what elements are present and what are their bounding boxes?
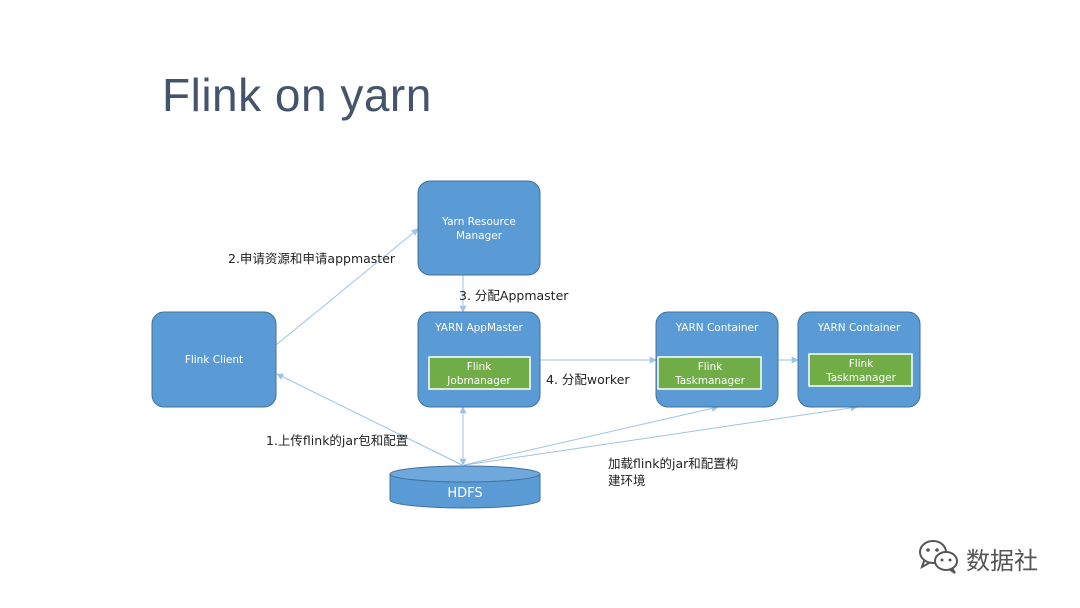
watermark: 数据社 bbox=[918, 538, 1038, 578]
watermark-text: 数据社 bbox=[966, 546, 1038, 575]
arrow-hdfs-to-container2 bbox=[464, 404, 858, 466]
step3-label: 3. 分配Appmaster bbox=[459, 288, 569, 303]
step4-label: 4. 分配worker bbox=[546, 372, 630, 387]
jobmanager-label-line1: Flink bbox=[467, 361, 493, 373]
flink-client-label: Flink Client bbox=[185, 354, 243, 366]
flink-jobmanager-box: Flink Jobmanager bbox=[428, 356, 531, 390]
container1-label: YARN Container bbox=[675, 322, 759, 334]
arrows bbox=[275, 228, 858, 466]
slide-title: Flink on yarn bbox=[162, 69, 432, 121]
flink-client-node: Flink Client bbox=[151, 311, 277, 408]
step2-label: 2.申请资源和申请appmaster bbox=[228, 251, 396, 266]
yarn-appmaster-node: YARN AppMaster Flink Jobmanager bbox=[417, 311, 541, 408]
hdfs-label: HDFS bbox=[447, 486, 482, 501]
step1-label: 1.上传flink的jar包和配置 bbox=[266, 433, 408, 448]
yarn-rm-label-line2: Manager bbox=[456, 230, 503, 242]
load-env-label-line2: 建环境 bbox=[608, 473, 646, 488]
yarn-rm-label-line1: Yarn Resource bbox=[441, 216, 516, 228]
flink-taskmanager-2-box: Flink Taskmanager bbox=[808, 353, 913, 387]
yarn-appmaster-label: YARN AppMaster bbox=[434, 322, 523, 334]
taskmanager1-label-line2: Taskmanager bbox=[674, 375, 746, 387]
arrow-client-to-rm bbox=[275, 228, 419, 346]
taskmanager2-label-line2: Taskmanager bbox=[825, 372, 897, 384]
flink-taskmanager-1-box: Flink Taskmanager bbox=[657, 356, 762, 390]
jobmanager-label-line2: Jobmanager bbox=[446, 375, 511, 387]
taskmanager2-label-line1: Flink bbox=[849, 358, 875, 370]
yarn-resource-manager-node: Yarn Resource Manager bbox=[417, 180, 541, 276]
taskmanager1-label-line1: Flink bbox=[698, 361, 724, 373]
yarn-container-1-node: YARN Container Flink Taskmanager bbox=[655, 311, 779, 408]
arrow-hdfs-to-container1 bbox=[463, 404, 719, 466]
wechat-icon bbox=[918, 538, 960, 578]
yarn-container-2-node: YARN Container Flink Taskmanager bbox=[797, 311, 921, 408]
load-env-label-line1: 加载flink的jar和配置构 bbox=[608, 456, 738, 471]
arrow-hdfs-to-client bbox=[276, 373, 463, 466]
hdfs-node: HDFS bbox=[389, 465, 541, 509]
container2-label: YARN Container bbox=[817, 322, 901, 334]
